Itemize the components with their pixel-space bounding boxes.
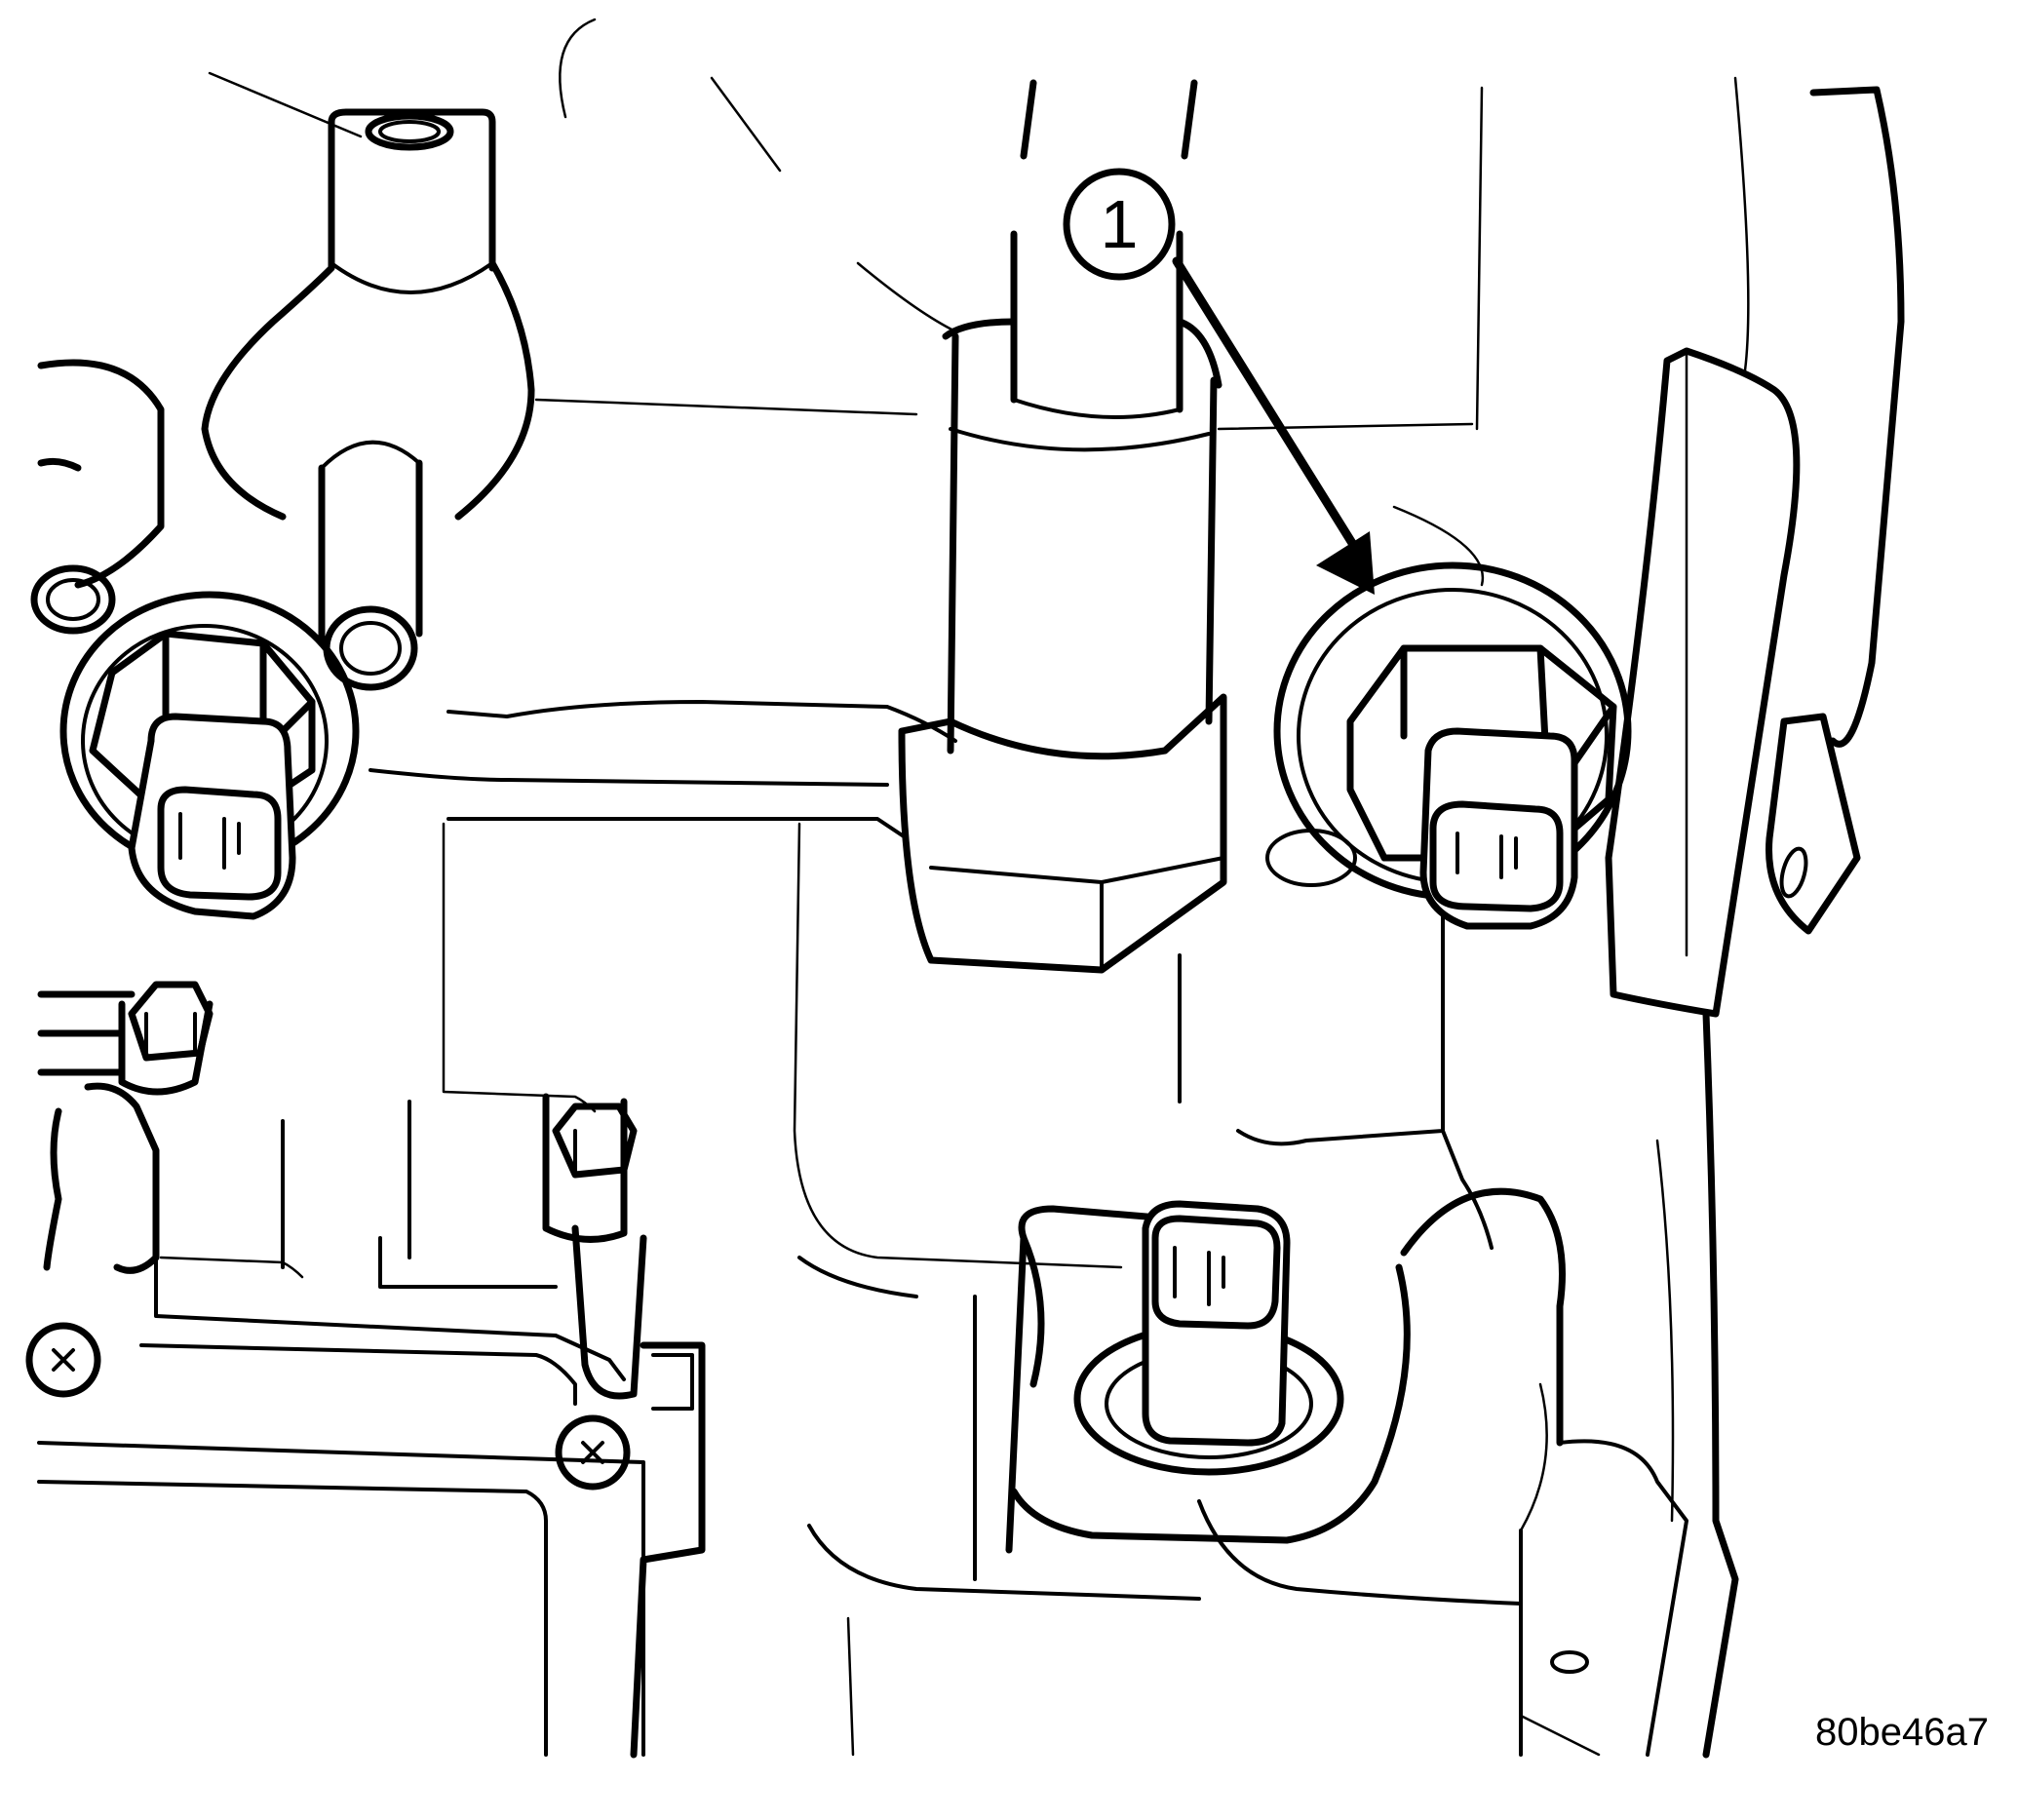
figure-code: 80be46a7 [1815,1711,1989,1754]
callout-circle [1063,168,1176,281]
cooler-line-fitting-left [30,359,165,635]
right-pressure-switch [1265,561,1632,930]
left-pressure-switch [59,591,360,920]
cooler-line-fitting [201,108,535,691]
side-bracket [1605,76,1905,1759]
callout-number: 1 [1101,186,1139,262]
callout-leader-line [1172,256,1365,561]
valve-body [25,981,706,1759]
transmission-case-outline [208,18,1688,1757]
speed-sensor-connector [973,1187,1566,1581]
callout-1: 1 [1063,168,1375,595]
callout-arrowhead [1316,531,1375,595]
manual-shaft [898,79,1227,1104]
